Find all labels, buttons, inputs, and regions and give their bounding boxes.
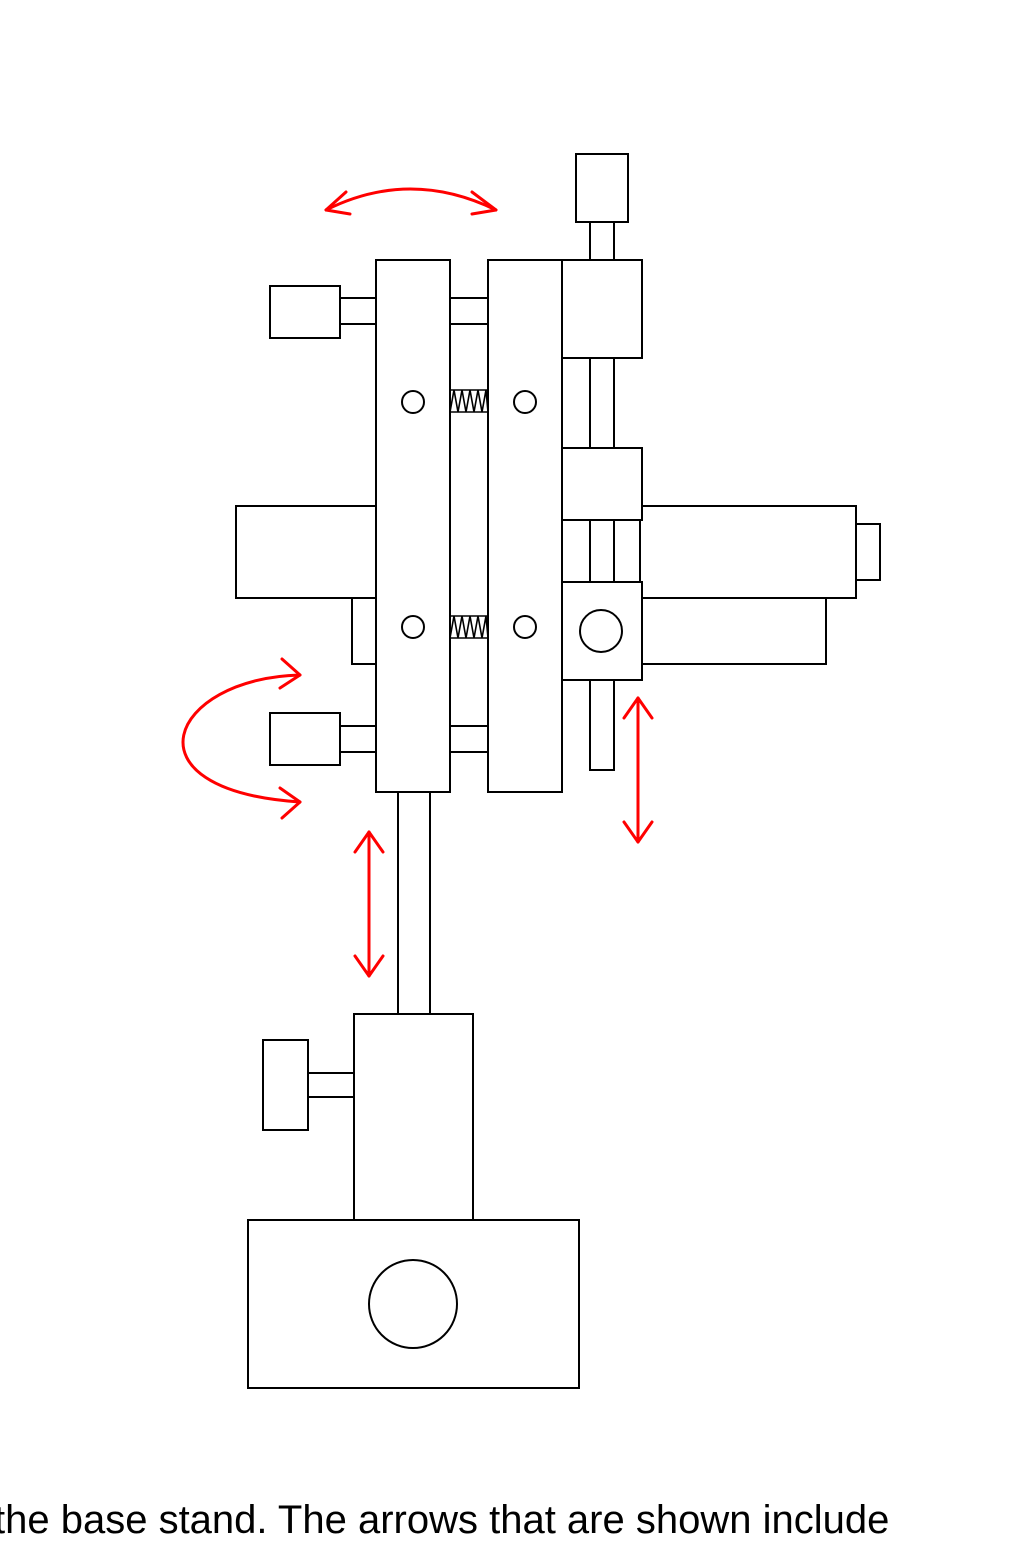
top-curved-arrow [324,187,498,216]
top-knob [575,153,629,223]
lower-side-knob [269,712,341,766]
right-bar-endcap [855,523,881,581]
right-long-bar [639,505,857,599]
positioner-diagram [181,153,881,1389]
link-top [449,297,489,325]
right-plate-hole-upper [513,390,537,414]
link-bottom [449,725,489,753]
base-hole [368,1259,458,1349]
top-slide-block [561,259,643,359]
vertical-rod [397,791,431,1017]
upper-side-knob [269,285,341,339]
spring-upper [449,389,489,413]
lower-slide-block-hole [579,609,623,653]
right-plate [487,259,563,793]
clamp-knob [262,1039,309,1131]
left-plate-hole-upper [401,390,425,414]
left-vertical-arrow [353,830,385,978]
slide-rod [589,357,615,771]
right-plate-hole-lower [513,615,537,639]
lower-slide-block [561,581,643,681]
right-lower-bar [639,597,827,665]
lower-knob-stem [339,725,377,753]
left-plate [375,259,451,793]
upper-knob-stem [339,297,377,325]
left-long-bar [235,505,381,599]
middle-slide-block [561,447,643,521]
right-vertical-arrow [622,696,654,844]
left-plate-hole-lower [401,615,425,639]
spring-lower [449,615,489,639]
caption-text: the base stand. The arrows that are show… [0,1498,890,1542]
clamp-knob-stem [307,1072,355,1098]
left-curved-arrow [181,657,302,820]
top-knob-stem [589,221,615,261]
clamp-block [353,1013,474,1221]
